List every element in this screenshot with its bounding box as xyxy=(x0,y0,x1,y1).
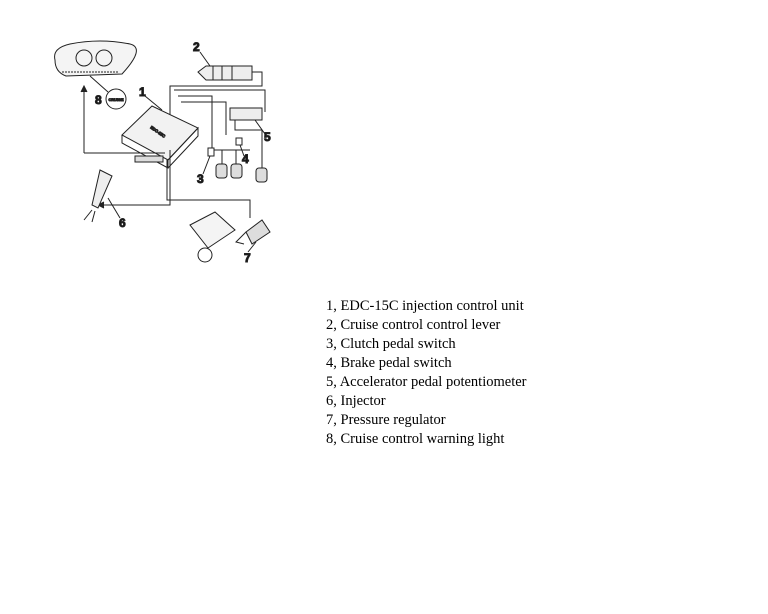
cruise-control-system-diagram: CRUISE EDC-15C xyxy=(54,40,272,266)
callout-1: 1 xyxy=(139,85,146,99)
legend-item: 8, Cruise control warning light xyxy=(326,431,505,447)
cruise-warning-light: CRUISE xyxy=(89,75,127,110)
legend-item: 5, Accelerator pedal potentiometer xyxy=(326,374,527,390)
callout-5: 5 xyxy=(264,130,271,144)
callout-4: 4 xyxy=(242,152,249,166)
svg-text:CRUISE: CRUISE xyxy=(108,97,123,102)
accelerator-potentiometer xyxy=(229,107,268,183)
ecu: EDC-15C xyxy=(80,84,199,169)
legend-item: 2, Cruise control control lever xyxy=(326,317,501,333)
callout-7: 7 xyxy=(244,251,251,265)
injector xyxy=(83,169,113,223)
callout-2: 2 xyxy=(193,40,200,54)
cruise-control-lever xyxy=(169,65,263,150)
callout-6: 6 xyxy=(119,216,126,230)
legend-item: 3, Clutch pedal switch xyxy=(326,336,456,352)
legend-item: 1, EDC-15C injection control unit xyxy=(326,298,524,314)
pedals xyxy=(207,137,250,179)
callout-3: 3 xyxy=(197,172,204,186)
instrument-cluster xyxy=(54,40,137,77)
legend-item: 4, Brake pedal switch xyxy=(326,355,452,371)
legend-item: 6, Injector xyxy=(326,393,386,409)
legend: 1, EDC-15C injection control unit 2, Cru… xyxy=(326,297,527,449)
pressure-regulator xyxy=(189,211,271,263)
legend-item: 7, Pressure regulator xyxy=(326,412,446,428)
callout-8: 8 xyxy=(95,93,102,107)
